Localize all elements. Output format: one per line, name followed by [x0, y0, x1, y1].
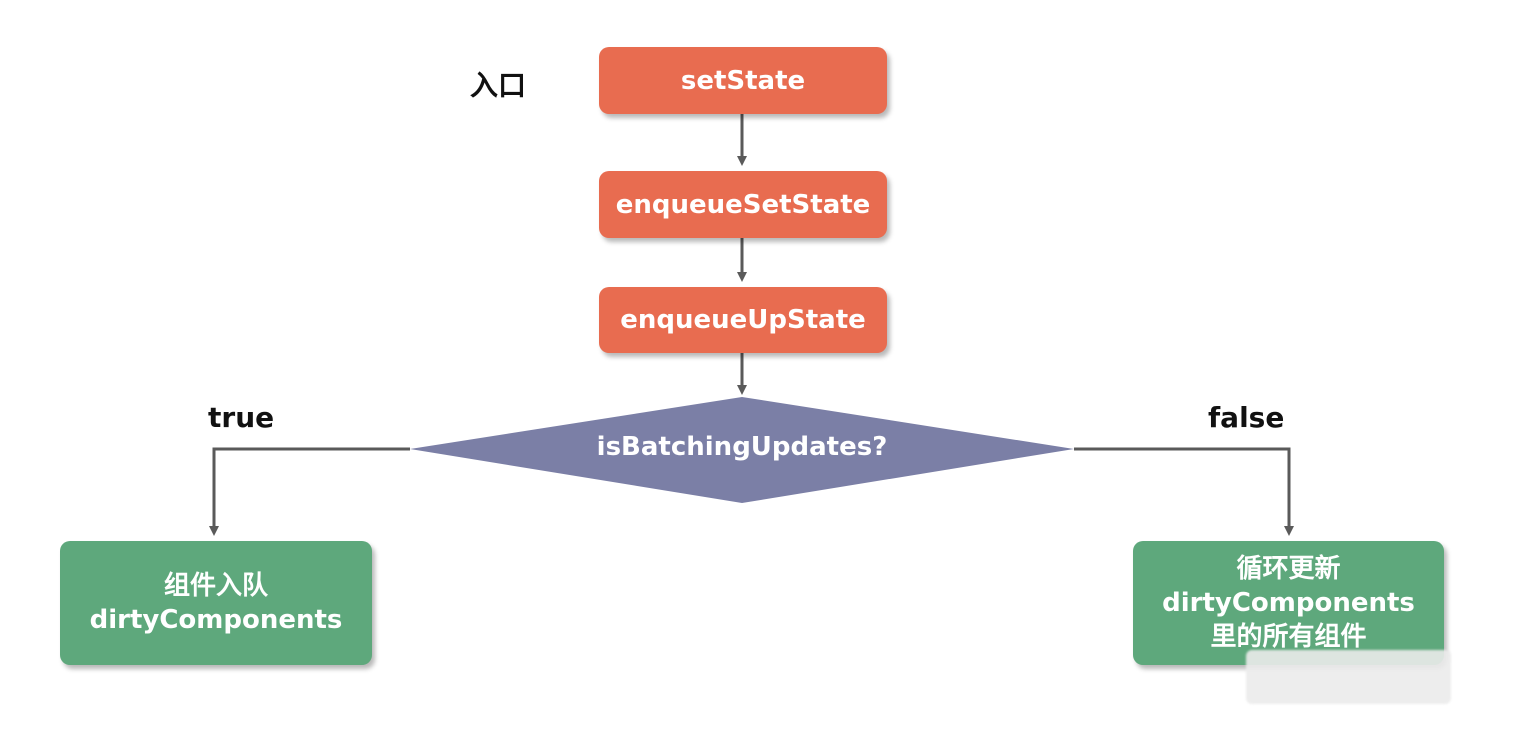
node-enqueueupstate: enqueueUpState	[599, 287, 887, 353]
node-enqueuesetstate-label: enqueueSetState	[615, 189, 871, 220]
decision-diamond	[410, 397, 1074, 503]
node-loop-update-line2: dirtyComponents	[1162, 588, 1415, 618]
entry-label: 入口	[470, 69, 527, 102]
true-branch-label: true	[208, 401, 275, 434]
node-enqueueupstate-label: enqueueUpState	[620, 305, 866, 335]
node-loop-update-line1: 循环更新	[1236, 554, 1341, 584]
node-enqueue-component-line1: 组件入队	[163, 571, 268, 601]
watermark-overlay	[1246, 650, 1451, 704]
node-loop-update: 循环更新 dirtyComponents 里的所有组件	[1133, 541, 1444, 665]
false-branch-label: false	[1208, 401, 1285, 434]
node-enqueue-component: 组件入队 dirtyComponents	[60, 541, 372, 665]
arrow-true-branch	[209, 447, 410, 536]
node-enqueue-component-line2: dirtyComponents	[89, 605, 343, 635]
decision-label: isBatchingUpdates?	[596, 432, 888, 462]
arrow-false-branch	[1074, 447, 1294, 536]
node-loop-update-line3: 里的所有组件	[1210, 622, 1367, 652]
node-enqueuesetstate: enqueueSetState	[599, 171, 887, 238]
node-setstate: setState	[599, 47, 887, 114]
node-setstate-label: setState	[680, 65, 806, 96]
